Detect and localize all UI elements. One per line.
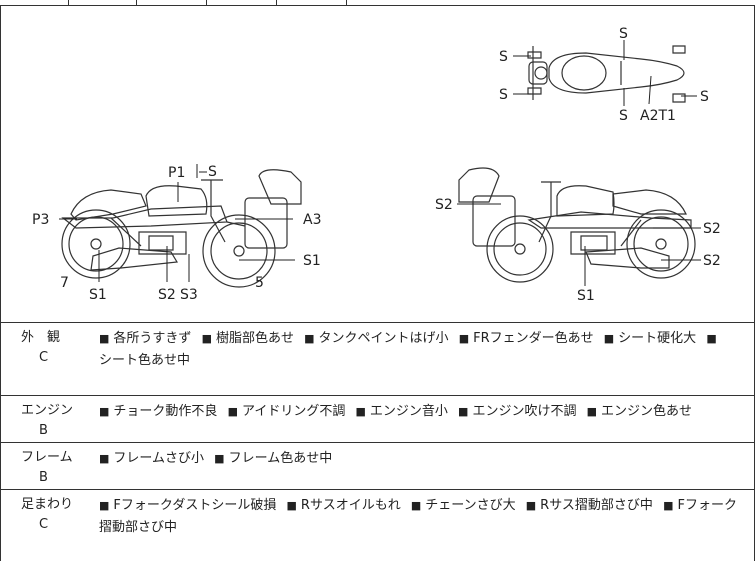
condition-item: チェーンさび大 bbox=[425, 498, 516, 513]
label-top-code: A2T1 bbox=[640, 108, 676, 124]
bullet-square: ■ bbox=[286, 499, 297, 512]
top-view-leaders bbox=[513, 40, 697, 106]
condition-item: チョーク動作不良 bbox=[113, 404, 218, 419]
category-cell: フレーム B bbox=[1, 443, 93, 488]
condition-line: ■フレームさび小 ■フレーム色あせ中 bbox=[99, 448, 744, 470]
condition-item: エンジン色あせ bbox=[601, 404, 693, 419]
condition-items: ■チョーク動作不良 ■アイドリング不調 ■エンジン音小 ■エンジン吹け不調 ■エ… bbox=[99, 401, 744, 423]
label-left-s3: S3 bbox=[180, 287, 198, 303]
column-divider bbox=[68, 0, 69, 6]
left-view-leaders bbox=[59, 164, 295, 282]
label-left-p1: P1 bbox=[168, 165, 185, 181]
bullet-square: ■ bbox=[201, 332, 212, 345]
column-divider bbox=[206, 0, 207, 6]
category-grade: B bbox=[39, 470, 48, 485]
condition-row-suspension: 足まわり C ■Fフォークダストシール破損 ■Rサスオイルもれ ■チェーンさび大… bbox=[0, 490, 755, 561]
condition-line: ■チョーク動作不良 ■アイドリング不調 ■エンジン音小 ■エンジン吹け不調 ■エ… bbox=[99, 401, 744, 423]
bullet-square: ■ bbox=[525, 499, 537, 512]
label-left-p3: P3 bbox=[32, 212, 49, 228]
bullet-square: ■ bbox=[458, 332, 470, 345]
bullet-square: ■ bbox=[355, 405, 366, 418]
label-top-s-left-top: S bbox=[499, 49, 508, 65]
condition-item: アイドリング不調 bbox=[241, 404, 346, 419]
label-top-s-right: S bbox=[700, 89, 709, 105]
category-name: エンジン bbox=[21, 403, 74, 418]
bullet-square: ■ bbox=[99, 405, 110, 418]
column-divider bbox=[276, 0, 277, 6]
bullet-square: ■ bbox=[410, 499, 422, 512]
category-grade: B bbox=[39, 423, 48, 438]
condition-table: 外 観 C ■各所うすきず ■樹脂部色あせ ■タンクペイントはげ小 ■FRフェン… bbox=[0, 322, 755, 561]
damage-diagram: S S S S S A2T1 P1 S P3 A3 S1 7 5 S1 S2 S… bbox=[0, 6, 755, 322]
label-left-five: 5 bbox=[255, 275, 264, 291]
label-top-s-left-bottom: S bbox=[499, 87, 508, 103]
column-divider bbox=[346, 0, 347, 6]
bullet-square: ■ bbox=[586, 405, 597, 418]
label-right-s2-left: S2 bbox=[435, 197, 453, 213]
category-grade: C bbox=[39, 350, 49, 365]
condition-item: シート硬化大 bbox=[618, 331, 697, 346]
condition-line: ■Fフォークダストシール破損 ■Rサスオイルもれ ■チェーンさび大 ■Rサス摺動… bbox=[99, 495, 744, 517]
condition-item: FRフェンダー色あせ bbox=[473, 331, 594, 346]
bullet-square: ■ bbox=[706, 332, 717, 345]
category-name: 外 観 bbox=[21, 330, 61, 345]
right-view-leaders bbox=[457, 203, 701, 286]
condition-items: ■各所うすきず ■樹脂部色あせ ■タンクペイントはげ小 ■FRフェンダー色あせ … bbox=[99, 328, 744, 372]
bullet-square: ■ bbox=[99, 332, 110, 345]
condition-items: ■フレームさび小 ■フレーム色あせ中 bbox=[99, 448, 744, 470]
bullet-square: ■ bbox=[304, 332, 315, 345]
left-view-motorcycle bbox=[61, 169, 302, 288]
condition-item: タンクペイントはげ小 bbox=[318, 331, 449, 346]
bullet-square: ■ bbox=[99, 499, 110, 512]
bullet-square: ■ bbox=[214, 452, 225, 465]
condition-row-exterior: 外 観 C ■各所うすきず ■樹脂部色あせ ■タンクペイントはげ小 ■FRフェン… bbox=[0, 322, 755, 396]
condition-item: Fフォーク bbox=[677, 498, 737, 513]
condition-items: ■Fフォークダストシール破損 ■Rサスオイルもれ ■チェーンさび大 ■Rサス摺動… bbox=[99, 495, 744, 539]
label-left-a3: A3 bbox=[303, 212, 321, 228]
label-right-s1-bottom: S1 bbox=[577, 288, 595, 304]
label-right-s2-bottom: S2 bbox=[703, 253, 721, 269]
bullet-square: ■ bbox=[227, 405, 238, 418]
condition-item: シート色あせ中 bbox=[99, 353, 191, 368]
condition-line: 摺動部さび中 bbox=[99, 517, 744, 539]
condition-item: Rサスオイルもれ bbox=[300, 498, 401, 513]
condition-item: 各所うすきず bbox=[113, 331, 192, 346]
condition-row-frame: フレーム B ■フレームさび小 ■フレーム色あせ中 bbox=[0, 443, 755, 490]
condition-item: Rサス摺動部さび中 bbox=[540, 498, 653, 513]
header-table-remnant bbox=[0, 0, 755, 6]
condition-row-engine: エンジン B ■チョーク動作不良 ■アイドリング不調 ■エンジン音小 ■エンジン… bbox=[0, 396, 755, 443]
column-divider bbox=[136, 0, 137, 6]
condition-line: ■各所うすきず ■樹脂部色あせ ■タンクペイントはげ小 ■FRフェンダー色あせ … bbox=[99, 328, 744, 350]
category-cell: 外 観 C bbox=[1, 323, 93, 368]
condition-item: 樹脂部色あせ bbox=[215, 331, 294, 346]
label-top-s-bottom: S bbox=[619, 108, 628, 124]
label-left-p1-s: S bbox=[208, 164, 217, 180]
label-top-s-top: S bbox=[619, 26, 628, 42]
label-right-s2-top: S2 bbox=[703, 221, 721, 237]
label-left-s1-right: S1 bbox=[303, 253, 321, 269]
condition-item: エンジン音小 bbox=[369, 404, 448, 419]
bullet-square: ■ bbox=[603, 332, 615, 345]
motorcycle-diagram-svg: S S S S S A2T1 P1 S P3 A3 S1 7 5 S1 S2 S… bbox=[32, 26, 721, 304]
bullet-square: ■ bbox=[99, 452, 110, 465]
condition-item: Fフォークダストシール破損 bbox=[113, 498, 277, 513]
condition-item: フレームさび小 bbox=[113, 451, 205, 466]
bullet-square: ■ bbox=[458, 405, 469, 418]
label-left-s2: S2 bbox=[158, 287, 176, 303]
right-view-motorcycle bbox=[458, 167, 696, 283]
condition-line: シート色あせ中 bbox=[99, 350, 744, 372]
label-left-s1-bottom: S1 bbox=[89, 287, 107, 303]
category-grade: C bbox=[39, 517, 49, 532]
category-cell: エンジン B bbox=[1, 396, 93, 441]
condition-item: 摺動部さび中 bbox=[99, 520, 178, 535]
label-left-seven: 7 bbox=[60, 275, 69, 291]
bullet-square: ■ bbox=[663, 499, 674, 512]
category-name: 足まわり bbox=[21, 497, 74, 512]
category-cell: 足まわり C bbox=[1, 490, 93, 535]
category-name: フレーム bbox=[21, 450, 73, 465]
condition-item: フレーム色あせ中 bbox=[228, 451, 333, 466]
condition-item: エンジン吹け不調 bbox=[472, 404, 577, 419]
top-view-motorcycle bbox=[527, 45, 686, 103]
